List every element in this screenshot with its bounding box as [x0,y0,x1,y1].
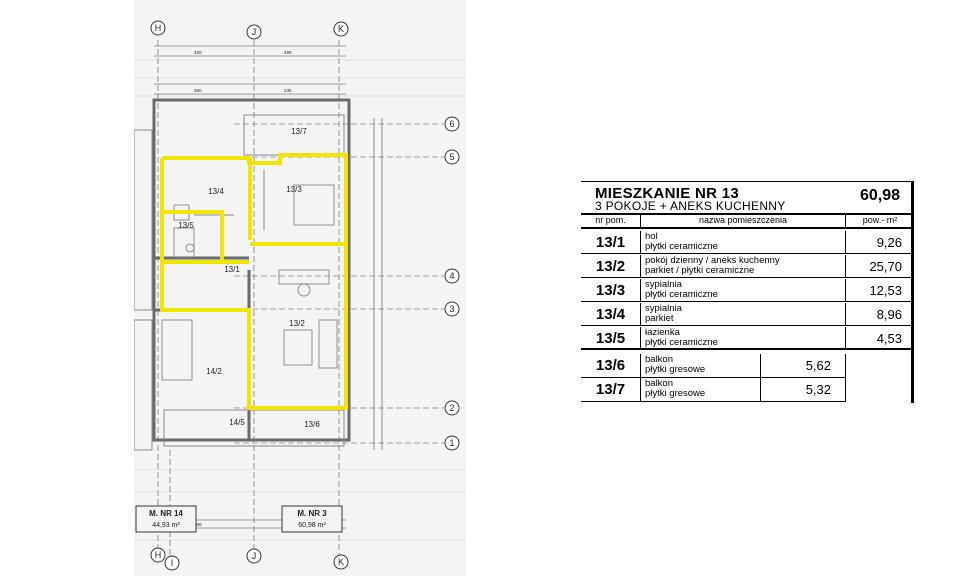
column-header-name: nazwa pomieszczenia [641,215,846,229]
apartment-total-area: 60,98 [859,187,900,204]
svg-text:H: H [155,550,162,560]
room-area: 12,53 [869,283,902,298]
svg-text:I: I [171,558,174,568]
svg-text:6: 6 [449,119,454,129]
room-number: 13/2 [581,255,641,278]
svg-text:J: J [252,551,257,561]
svg-text:K: K [338,557,344,567]
svg-text:2: 2 [449,403,454,413]
svg-text:H: H [155,23,162,33]
room-name: łazienka [645,327,680,338]
svg-text:M. NR 14: M. NR 14 [149,509,183,518]
room-area: 9,26 [876,235,902,250]
apartment-box-13: M. NR 3 60,98 m² [281,505,343,533]
floor-plan-drawing: 13/3 13/4 13/5 13/1 13/2 14/2 14/5 13/6 … [134,20,466,571]
room-area-table: MIESZKANIE NR 13 3 POKOJE + ANEKS KUCHEN… [581,181,916,403]
room-name: balkon [645,354,673,365]
row-divider [581,377,846,378]
room-label-13-7: 13/7 [291,127,307,136]
svg-text:J: J [252,27,257,37]
svg-text:44,93 m²: 44,93 m² [152,522,180,529]
room-finish: płytki gresowe [645,364,706,375]
svg-text:1: 1 [449,438,454,448]
room-area: 5,62 [761,354,846,377]
room-label-13-1: 13/1 [224,265,240,274]
room-finish: płytki ceramiczne [645,337,718,348]
svg-text:60,98 m²: 60,98 m² [298,522,326,529]
room-label-13-6: 13/6 [304,420,320,429]
room-label-13-4: 13/4 [208,187,224,196]
room-area: 5,32 [761,378,846,401]
room-number: 13/3 [581,279,641,302]
apartment-subtitle: 3 POKOJE + ANEKS KUCHENNY [595,199,786,213]
column-header-nr: nr pom. [581,215,641,229]
room-area: 25,70 [869,259,902,274]
svg-text:420: 420 [194,50,202,55]
room-label-13-5: 13/5 [178,221,194,230]
table-header: MIESZKANIE NR 13 3 POKOJE + ANEKS KUCHEN… [581,181,914,215]
room-name: balkon [645,378,673,389]
column-header-area: pow.- m² [846,215,914,229]
room-name: sypialnia [645,303,682,314]
room-number: 13/7 [581,378,641,401]
row-divider [581,401,846,402]
floor-plan: 13/3 13/4 13/5 13/1 13/2 14/2 14/5 13/6 … [134,0,466,576]
room-number: 13/4 [581,303,641,326]
room-name: pokój dzienny / aneks kuchenny [645,255,780,266]
axis-markers-right: 6 5 4 3 2 1 [444,116,460,451]
svg-text:3: 3 [449,304,454,314]
axis-markers-top: H J K [150,20,349,40]
svg-text:235: 235 [284,88,292,93]
axis-markers-bottom: H I J K [150,547,349,571]
svg-text:495: 495 [284,50,292,55]
svg-text:M. NR 3: M. NR 3 [297,509,327,518]
room-area: 4,53 [876,331,902,346]
room-number: 13/5 [581,327,641,350]
apartment-title: MIESZKANIE NR 13 [595,185,739,202]
room-finish: płytki ceramiczne [645,289,718,300]
svg-text:360: 360 [194,88,202,93]
room-label-14-2: 14/2 [206,367,222,376]
room-area: 8,96 [876,307,902,322]
room-name: hol [645,231,658,242]
room-name: sypialnia [645,279,682,290]
svg-text:K: K [338,24,344,34]
room-label-13-3: 13/3 [286,185,302,194]
room-number: 13/1 [581,231,641,254]
svg-text:4: 4 [449,271,454,281]
room-finish: parkiet / płytki ceramiczne [645,265,755,276]
svg-text:5: 5 [449,152,454,162]
apartment-box-14: M. NR 14 44,93 m² [135,505,197,533]
room-number: 13/6 [581,354,641,377]
room-label-13-2: 13/2 [289,319,305,328]
table-frame [581,181,914,403]
svg-text:360: 360 [194,522,202,527]
apartment-outline [160,153,348,410]
room-label-14-5: 14/5 [229,418,245,427]
room-finish: płytki ceramiczne [645,241,718,252]
room-finish: parkiet [645,313,674,324]
room-finish: płytki gresowe [645,388,706,399]
